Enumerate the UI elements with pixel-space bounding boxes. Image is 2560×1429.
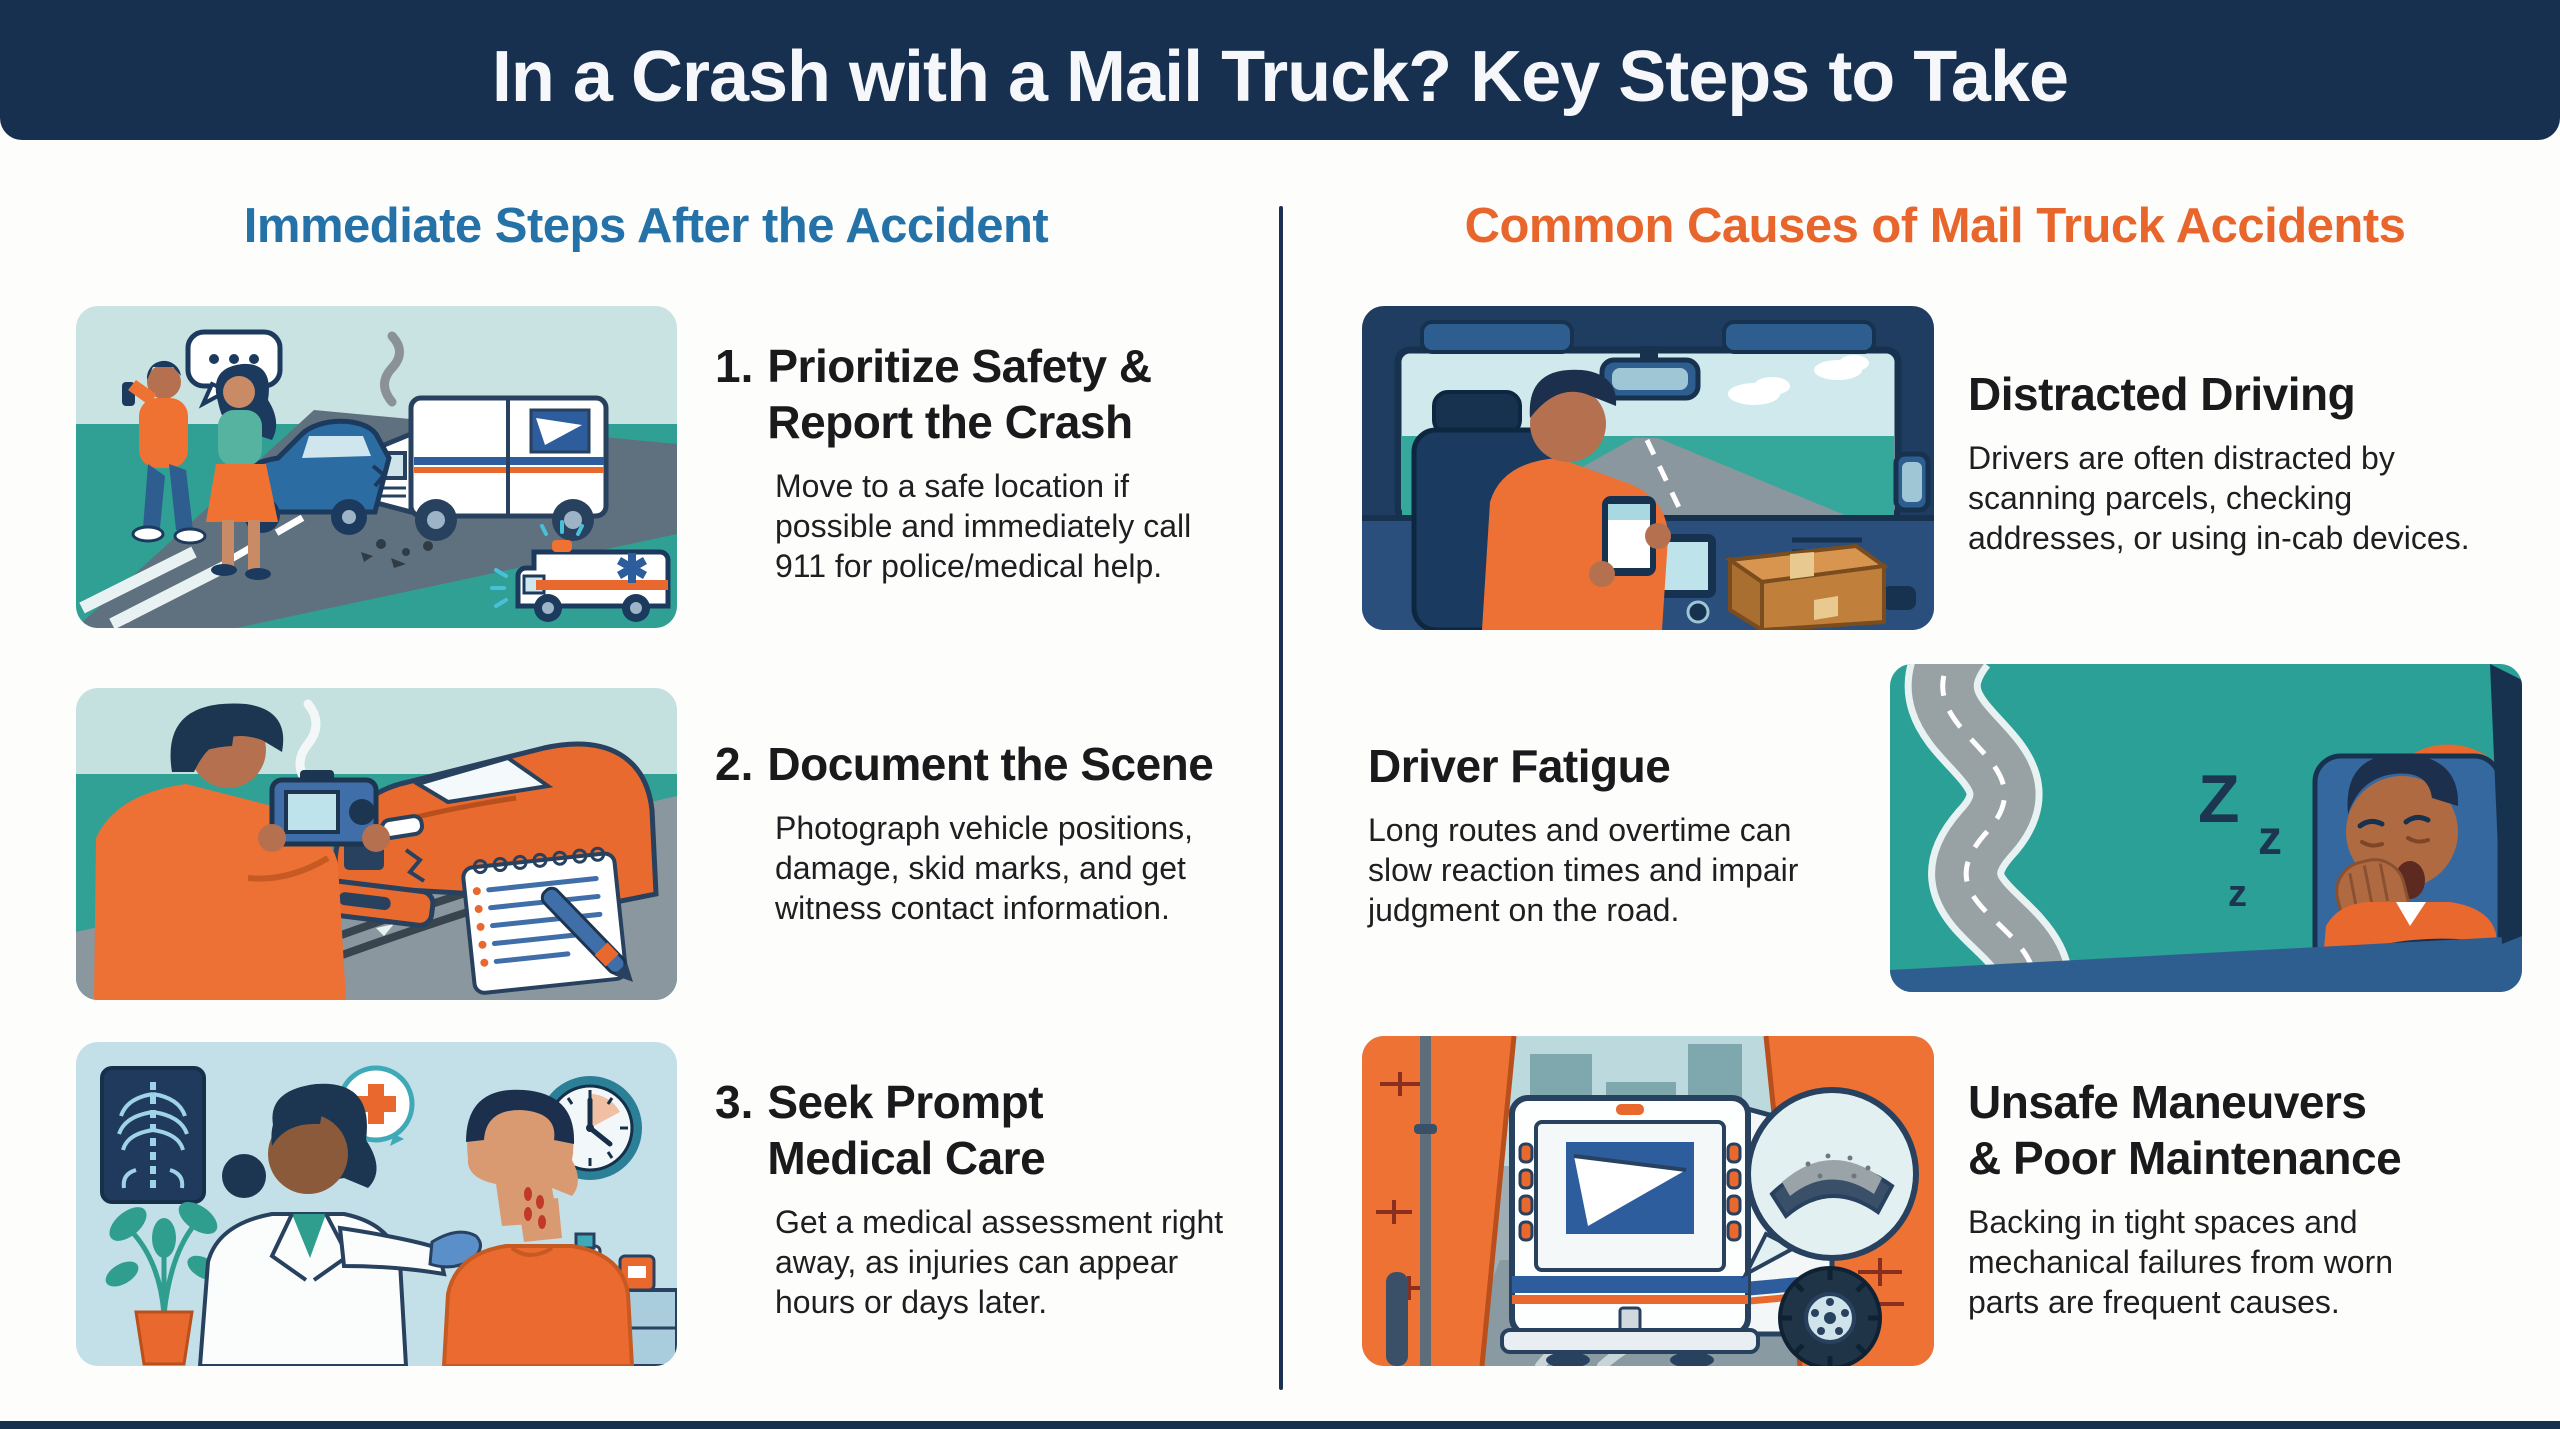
notepad [461,846,633,995]
step-1-number: 1. [715,340,754,392]
dashboard [1890,936,2522,992]
cause-distracted-driving: Distracted Driving Drivers are often dis… [1968,366,2560,558]
sun-visor-left [1420,320,1574,354]
pen [540,886,633,982]
bottom-accent-bar [0,1421,2560,1429]
z-letter-medium: z [2258,812,2282,865]
crash-scene-icon [76,306,677,628]
right-column-heading: Common Causes of Mail Truck Accidents [1464,199,2406,253]
light-bar [552,540,572,552]
winding-road [1904,664,2074,992]
unsafe-maneuvers-illustration [1362,1036,1934,1366]
taillights [1518,1142,1742,1242]
z-letter-small: z [2228,873,2247,915]
flash-marks [490,520,584,608]
step-3-number: 3. [715,1076,754,1128]
cause-2-body: Long routes and overtime can slow reacti… [1368,812,1799,928]
unsafe-maneuvers-icon [1362,1036,1934,1366]
bumper [1500,1328,1760,1354]
xray-panel [100,1066,206,1204]
zzz-letters: Z z z [2198,761,2282,915]
photographer [94,703,390,1000]
page-title: In a Crash with a Mail Truck? Key Steps … [491,37,2069,117]
document-scene-icon [76,688,677,1000]
step-2: 2. Document the Scene Photograph vehicle… [715,736,1275,928]
door-pillar [2490,664,2522,944]
driver-fatigue-illustration: Z z z [1890,664,2522,992]
ambulance [490,520,671,622]
loose-tire [1778,1266,1882,1366]
document-scene-illustration [76,688,677,1000]
step-2-body: Photograph vehicle positions, damage, sk… [775,810,1194,926]
medical-care-icon [76,1042,677,1366]
gloved-hand [428,1230,482,1269]
tire-tread [1780,1268,1880,1366]
left-wall [1362,1036,1517,1366]
step-1: 1. Prioritize Safety & Report the Crash … [715,338,1275,586]
step-1-title: Prioritize Safety & Report the Crash [767,340,1152,448]
mail-truck [370,395,609,541]
step-1-body: Move to a safe location if possible and … [775,468,1192,584]
z-letter-large: Z [2198,761,2240,837]
rearview-mirror [1599,346,1701,401]
brake-pad-magnifier [1741,1087,1919,1279]
pipe [1420,1036,1431,1366]
column-divider [1279,206,1283,1390]
extended-arm [337,1225,447,1277]
crack-lines [404,848,426,883]
left-column-heading: Immediate Steps After the Accident [243,199,1049,253]
step-3-title: Seek Prompt Medical Care [767,1076,1046,1184]
cause-1-body: Drivers are often distracted by scanning… [1968,440,2470,556]
medical-care-illustration [76,1042,677,1366]
pedestrian-man [122,360,207,545]
bollard [1386,1272,1408,1366]
neck-rash [524,1187,546,1229]
distracted-driver [1482,369,1671,630]
cause-1-title: Distracted Driving [1968,368,2356,420]
cause-3-title: Unsafe Maneuvers & Poor Maintenance [1968,1076,2402,1184]
pedestrian-woman [206,363,278,580]
cause-unsafe-maneuvers: Unsafe Maneuvers & Poor Maintenance Back… [1968,1074,2560,1322]
parcel-box [1724,543,1890,630]
camera [269,770,379,847]
driver-fatigue-icon: Z z z [1890,664,2522,992]
header-banner: In a Crash with a Mail Truck? Key Steps … [0,0,2560,140]
distracted-driving-illustration [1362,306,1934,630]
cause-driver-fatigue: Driver Fatigue Long routes and overtime … [1368,738,1928,930]
clouds [1728,355,1869,405]
brake-pad-friction [1782,1159,1882,1196]
patient [441,1089,635,1366]
smoke [380,331,404,407]
debris [361,539,433,568]
sun-visor-right [1722,320,1876,354]
crash-scene-illustration [76,306,677,628]
step-3-body: Get a medical assessment right away, as … [775,1204,1224,1320]
star-of-life [617,553,647,583]
step-3: 3. Seek Prompt Medical Care Get a medica… [715,1074,1275,1322]
cause-3-body: Backing in tight spaces and mechanical f… [1968,1204,2394,1320]
doctor [197,1083,482,1366]
plant [105,1202,221,1366]
phone [1602,496,1656,576]
marker-light [1616,1104,1644,1115]
pad-wear-specks [1805,1153,1871,1179]
tape [1790,552,1814,579]
distracted-driving-icon [1362,306,1934,630]
step-2-number: 2. [715,738,754,790]
cause-2-title: Driver Fatigue [1368,740,1671,792]
crosswalk [79,546,229,628]
step-2-title: Document the Scene [767,738,1214,790]
